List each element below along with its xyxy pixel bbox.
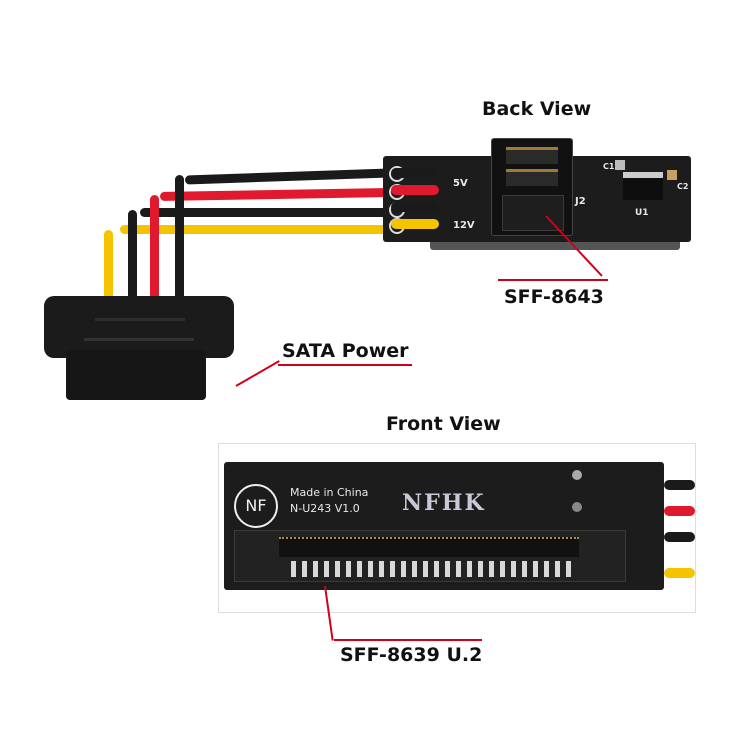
silk-12v: 12V [453, 220, 475, 231]
silk-u1: U1 [635, 208, 649, 218]
silk-j2: J2 [575, 196, 586, 207]
model-text: N-U243 V1.0 [290, 502, 360, 515]
sff8643-label: SFF-8643 [504, 286, 604, 308]
brand-text: NFHK [402, 490, 486, 516]
sff8639-connector [234, 530, 626, 582]
sff8643-port [491, 138, 573, 236]
sff8639-underline [334, 639, 482, 641]
front-view-frame: NF Made in China N-U243 V1.0 NFHK [218, 443, 696, 613]
nf-logo: NF [234, 484, 278, 528]
silk-c2: C2 [677, 182, 689, 191]
silk-5v: 5V [453, 178, 468, 189]
sata-power-leader-line [235, 360, 280, 387]
silk-c1: C1 [603, 162, 615, 171]
sata-power-underline [278, 364, 412, 366]
sff8643-underline [498, 279, 608, 281]
regulator-chip [623, 172, 663, 200]
front-view-title: Front View [386, 413, 501, 435]
back-board: 5V 12V J2 C1 C2 U1 [383, 138, 691, 242]
back-view-title: Back View [482, 98, 592, 120]
sff8639-label: SFF-8639 U.2 [340, 644, 483, 666]
front-board: NF Made in China N-U243 V1.0 NFHK [224, 462, 664, 590]
sata-power-label: SATA Power [282, 340, 409, 362]
made-in-china-text: Made in China [290, 486, 369, 499]
